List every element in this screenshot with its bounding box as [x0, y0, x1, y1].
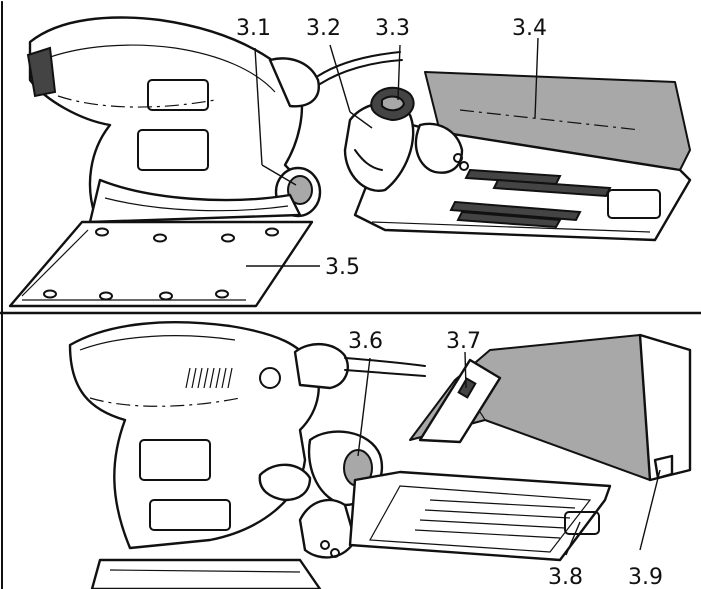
label-3-7: 3.7	[446, 329, 481, 354]
sander-bottom	[68, 321, 612, 589]
frame-slots	[449, 168, 661, 229]
label-3-6: 3.6	[348, 329, 383, 354]
callout-labels: 3.1 3.2 3.3 3.4 3.5 3.6 3.7 3.8 3.9	[236, 16, 663, 589]
sander-top-left	[8, 16, 403, 308]
label-3-1: 3.1	[236, 16, 271, 41]
dust-bag-top-right	[343, 71, 692, 242]
label-3-8: 3.8	[548, 565, 583, 589]
vent-grille	[185, 367, 233, 389]
label-3-9: 3.9	[628, 565, 663, 589]
leader-lines	[246, 37, 661, 556]
bag-flap	[418, 358, 502, 444]
frame-ribs	[414, 499, 576, 539]
label-3-5: 3.5	[325, 255, 360, 280]
bag-tab	[653, 454, 674, 480]
sanding-pad	[8, 220, 314, 308]
label-3-4: 3.4	[512, 16, 547, 41]
open-frame	[348, 470, 612, 562]
pad-holes	[43, 227, 279, 301]
label-3-3: 3.3	[375, 16, 410, 41]
dust-bag-bottom	[409, 333, 692, 482]
label-3-2: 3.2	[306, 16, 341, 41]
